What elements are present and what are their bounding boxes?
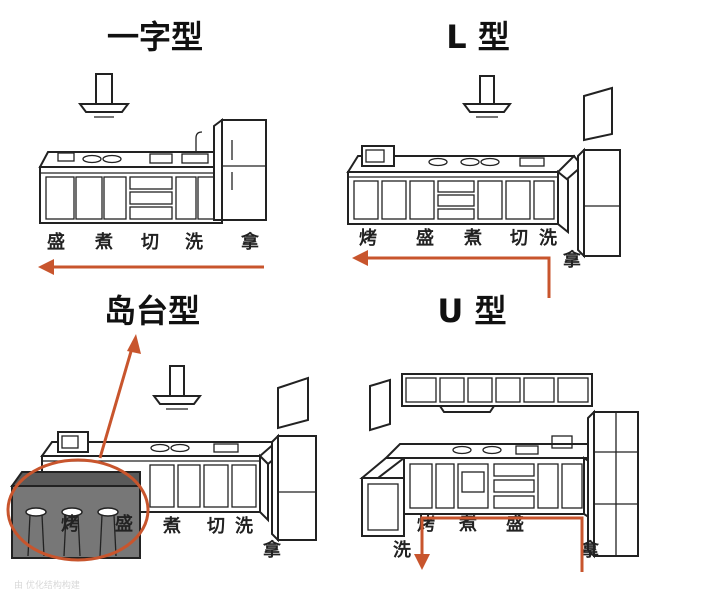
counter-u-shape xyxy=(359,435,597,537)
bar-stool xyxy=(61,507,83,557)
island-pointer-arrow xyxy=(98,334,141,459)
flow-arrow-u-shape xyxy=(414,516,584,572)
step-label: 拿 xyxy=(580,539,600,561)
counter-straight xyxy=(38,131,223,224)
window xyxy=(277,376,309,430)
title-island: 岛台型 xyxy=(104,292,200,330)
step-label: 煮 xyxy=(162,515,181,537)
flow-arrow-l-shape xyxy=(352,250,551,298)
fridge-island xyxy=(271,433,317,543)
step-label: 切 xyxy=(510,228,528,249)
watermark: 由 优化结构构建 xyxy=(14,579,80,591)
title-straight: 一字型 xyxy=(107,18,203,56)
step-label: 盛 xyxy=(115,513,133,535)
fridge-straight xyxy=(213,118,267,221)
step-label: 洗 xyxy=(539,227,557,249)
range-hood xyxy=(152,365,202,410)
step-label: 盛 xyxy=(506,513,524,535)
step-label: 洗 xyxy=(185,231,203,253)
step-label: 拿 xyxy=(562,249,582,271)
title-u-shape: U 型 xyxy=(437,292,506,330)
island-highlight-circle xyxy=(6,458,150,562)
panel-island: 岛台型 xyxy=(6,292,317,562)
step-label: 洗 xyxy=(235,515,253,537)
step-label: 拿 xyxy=(262,539,282,561)
step-label: 盛 xyxy=(47,231,65,253)
panel-l-shape: L 型 xyxy=(346,18,621,298)
title-l-shape: L 型 xyxy=(446,18,510,56)
panel-straight: 一字型 xyxy=(38,18,267,275)
step-label: 烤 xyxy=(359,228,377,249)
range-hood xyxy=(462,75,512,118)
fridge-l-shape xyxy=(577,147,621,259)
step-label: 洗 xyxy=(393,539,411,561)
counter-l-shape xyxy=(346,145,584,235)
flow-arrow-straight xyxy=(38,259,264,275)
step-label: 煮 xyxy=(463,227,482,249)
step-label: 盛 xyxy=(416,227,434,249)
window xyxy=(369,378,391,432)
step-label: 切 xyxy=(207,516,225,537)
step-label: 煮 xyxy=(458,513,477,535)
step-label: 煮 xyxy=(94,231,113,253)
bar-stool xyxy=(97,507,119,557)
tall-cabinet-u-shape xyxy=(587,409,639,559)
range-hood xyxy=(78,73,130,118)
window xyxy=(583,86,613,142)
panel-u-shape: U 型 xyxy=(359,292,639,572)
bar-stool xyxy=(25,507,47,557)
step-label: 拿 xyxy=(240,231,260,253)
wall-cabinets xyxy=(401,373,593,413)
step-label: 切 xyxy=(141,232,159,253)
island-counter xyxy=(10,471,141,559)
step-label: 烤 xyxy=(61,514,79,535)
